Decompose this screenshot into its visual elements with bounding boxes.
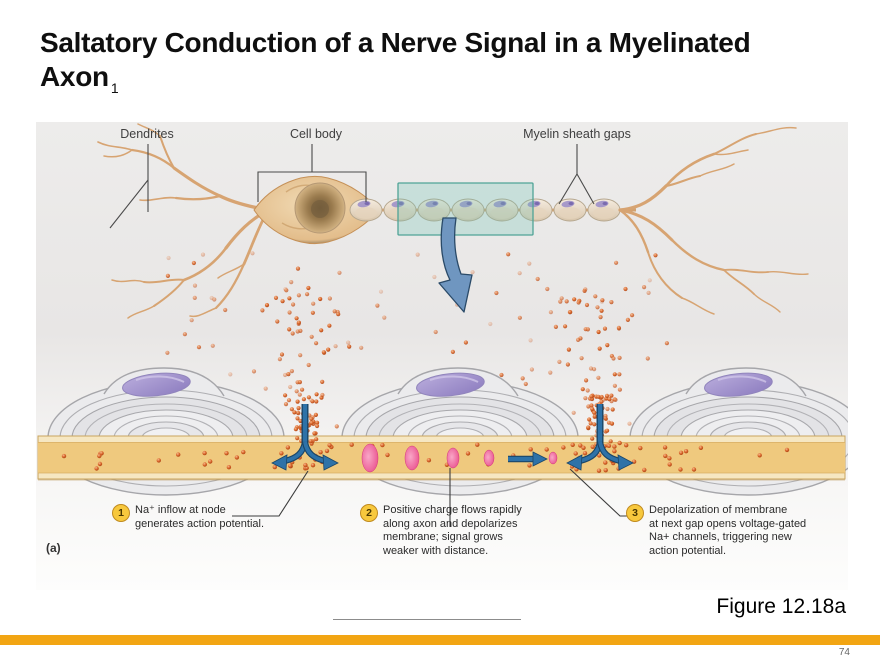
annotation-2-badge: 2 — [360, 504, 378, 522]
accent-bar — [0, 635, 880, 645]
title-line1: Saltatory Conduction of a Nerve Signal i… — [40, 27, 751, 58]
figure-panel: Dendrites Cell body Myelin sheath gaps — [36, 122, 848, 590]
panel-label: (a) — [46, 541, 61, 555]
figure-caption: Figure 12.18a — [716, 595, 846, 618]
page-number: 74 — [838, 647, 850, 658]
myelin-beads — [349, 198, 621, 222]
label-dendrites: Dendrites — [120, 127, 174, 141]
title-line2: Axon — [40, 61, 109, 92]
page-title: Saltatory Conduction of a Nerve Signal i… — [40, 26, 751, 105]
blank-underline — [333, 619, 521, 620]
annotation-2-text: Positive charge flows rapidly along axon… — [383, 504, 522, 557]
axon-terminals — [618, 126, 809, 315]
annotation-2: 2 Positive charge flows rapidly along ax… — [360, 504, 522, 558]
label-leader-lines — [109, 144, 595, 229]
cell-body — [253, 176, 381, 244]
depolarization-wave — [361, 443, 558, 473]
axon-band — [37, 435, 846, 481]
title-subscript: 1 — [110, 79, 119, 96]
annotation-3: 3 Depolarization of membrane at next gap… — [626, 504, 806, 558]
magnify-arrow — [438, 217, 473, 313]
annotation-1: 1 Na⁺ inflow at node generates action po… — [112, 504, 264, 531]
magnified-region-highlight — [397, 182, 534, 236]
dendrites-branches — [97, 123, 270, 319]
charge-flow-arrow — [508, 451, 548, 467]
annotation-3-text: Depolarization of membrane at next gap o… — [649, 504, 807, 557]
annotation-3-badge: 3 — [626, 504, 644, 522]
annotation-1-badge: 1 — [112, 504, 130, 522]
label-myelin-sheath-gaps: Myelin sheath gaps — [523, 127, 631, 141]
neuron-diagram-svg: Dendrites Cell body Myelin sheath gaps — [37, 123, 848, 527]
annotation-1-text: Na⁺ inflow at node generates action pote… — [135, 504, 265, 530]
label-cell-body: Cell body — [290, 127, 343, 141]
